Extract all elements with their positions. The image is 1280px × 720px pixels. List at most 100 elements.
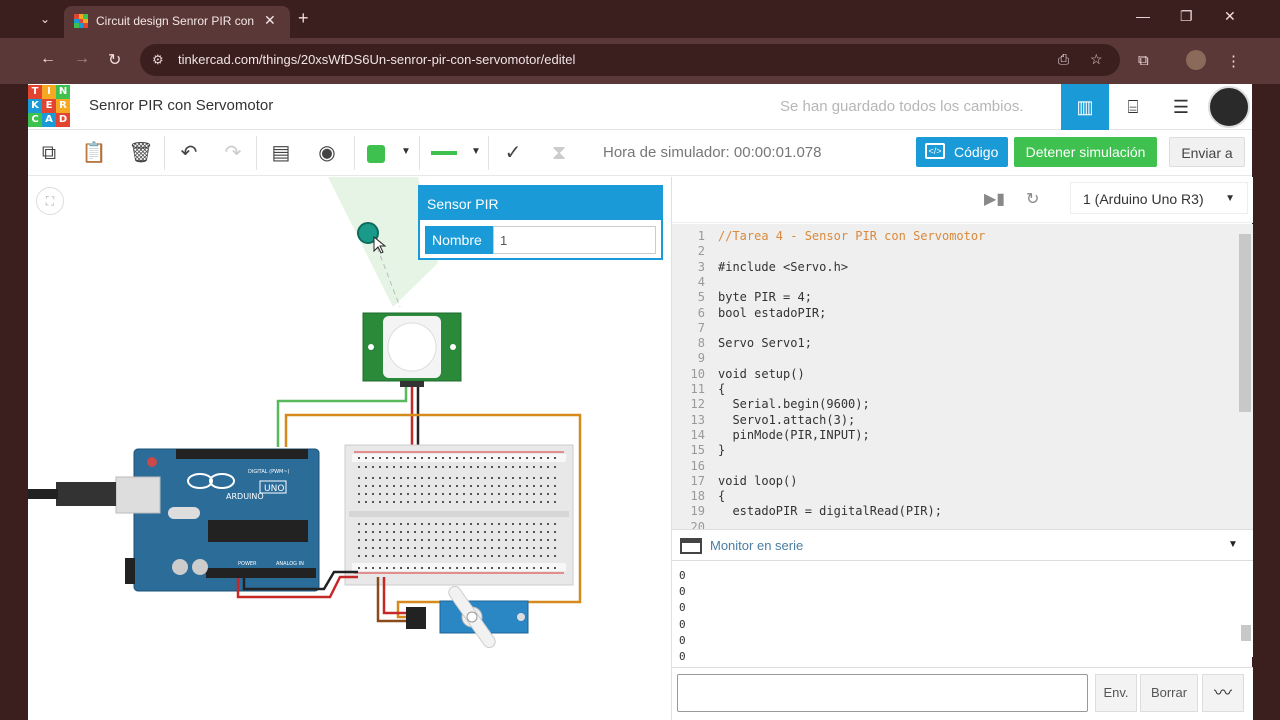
minimize-icon[interactable]: — [1136, 8, 1150, 24]
browser-tab[interactable]: Circuit design Senror PIR con S ✕ [64, 6, 290, 38]
site-settings-icon[interactable]: ⚙ [152, 52, 164, 67]
line-number: 9 [697, 351, 705, 366]
wire-servo-gnd[interactable] [376, 577, 408, 623]
user-avatar[interactable] [1208, 86, 1250, 128]
circuit-drawing: ARDUINO UNO DIGITAL (PWM~) POWER ANALOG … [28, 177, 582, 650]
back-icon[interactable]: ← [40, 50, 56, 67]
code-line[interactable]: 11{ [672, 382, 1238, 397]
delete-icon[interactable]: 🗑 [128, 142, 154, 164]
wire-color-swatch[interactable] [367, 145, 385, 163]
code-line[interactable]: 1//Tarea 4 - Sensor PIR con Servomotor [672, 229, 1238, 244]
code-line[interactable]: 14 pinMode(PIR,INPUT); [672, 428, 1238, 443]
wire-servo-power[interactable] [382, 577, 408, 615]
serial-scrollbar[interactable] [1241, 625, 1251, 641]
line-number: 12 [690, 397, 705, 412]
wire-type-swatch[interactable] [431, 151, 457, 155]
forward-icon[interactable]: → [74, 50, 90, 67]
code-line[interactable]: 3#include <Servo.h> [672, 260, 1238, 275]
servo-motor[interactable] [406, 584, 529, 650]
bookmark-star-icon[interactable]: ☆ [1090, 51, 1103, 67]
schematic-view-icon[interactable]: ⌸ [1127, 97, 1139, 117]
arduino-uno-board[interactable]: ARDUINO UNO DIGITAL (PWM~) POWER ANALOG … [125, 448, 320, 592]
breadboard[interactable] [344, 444, 574, 586]
wire-5v[interactable] [236, 575, 358, 599]
undo-icon[interactable]: ↶ [180, 142, 198, 164]
code-line[interactable]: 20 [672, 520, 1238, 529]
logo-letter: C [28, 113, 42, 127]
code-line[interactable]: 12 Serial.begin(9600); [672, 397, 1238, 412]
profile-avatar[interactable] [1186, 50, 1206, 70]
serial-monitor-title: Monitor en serie [710, 538, 804, 553]
omnibox[interactable]: ⚙ tinkercad.com/things/20xsWfDS6Un-senro… [140, 44, 1120, 76]
extensions-icon[interactable]: ⧉ [1138, 52, 1149, 69]
paste-icon[interactable]: 📋 [81, 142, 107, 164]
reload-icon[interactable]: ↻ [108, 52, 122, 69]
line-text: Servo1.attach(3); [718, 412, 856, 427]
code-line[interactable]: 9 [672, 351, 1238, 366]
notes-visibility-icon[interactable]: ◉ [318, 142, 336, 164]
circuit-view-icon[interactable]: ▥ [1061, 84, 1109, 130]
wire-gnd[interactable] [242, 570, 358, 591]
design-title[interactable]: Senror PIR con Servomotor [89, 97, 274, 114]
chevron-down-icon[interactable]: ▼ [471, 146, 481, 157]
serial-clear-button[interactable]: Borrar [1140, 674, 1198, 712]
new-tab-icon[interactable]: + [298, 8, 309, 28]
note-icon[interactable]: ▤ [271, 142, 291, 164]
chevron-down-icon[interactable]: ▼ [401, 146, 411, 157]
flip-icon[interactable]: ⧗ [551, 142, 567, 164]
name-input[interactable]: 1 [493, 226, 656, 254]
code-line[interactable]: 4 [672, 275, 1238, 290]
serial-monitor-header[interactable]: Monitor en serie ▼ [672, 529, 1253, 561]
close-window-icon[interactable]: ✕ [1224, 8, 1236, 24]
maximize-icon[interactable]: ❐ [1180, 8, 1193, 24]
code-line[interactable]: 13 Servo1.attach(3); [672, 413, 1238, 428]
copy-icon[interactable]: ⧉ [41, 142, 57, 164]
restart-icon[interactable]: ↻ [1026, 191, 1040, 208]
line-text: } [718, 443, 726, 458]
close-tab-icon[interactable]: ✕ [264, 12, 276, 28]
graph-icon[interactable]: 〰 [1202, 674, 1244, 712]
motion-target-ball[interactable] [357, 222, 379, 244]
step-play-icon[interactable]: ▶▮ [984, 191, 1006, 208]
stop-simulation-button[interactable]: Detener simulación [1014, 137, 1157, 167]
line-number: 7 [697, 320, 705, 335]
code-button[interactable]: </> Código [916, 137, 1008, 167]
rotate-wire-icon[interactable]: ✓ [504, 142, 522, 164]
circuit-canvas[interactable]: ⛶ [28, 177, 670, 720]
code-line[interactable]: 7 [672, 321, 1238, 336]
cast-icon[interactable]: ⎙ [1058, 51, 1070, 67]
code-line[interactable]: 2 [672, 244, 1238, 259]
tinkercad-logo[interactable]: T I N K E R C A D [28, 85, 70, 127]
serial-input[interactable] [677, 674, 1088, 712]
component-list-icon[interactable]: ☰ [1172, 97, 1190, 117]
serial-send-button[interactable]: Env. [1095, 674, 1137, 712]
serial-line: 0 [679, 601, 686, 615]
code-line[interactable]: 15} [672, 443, 1238, 458]
code-line[interactable]: 16 [672, 459, 1238, 474]
code-line[interactable]: 19 estadoPIR = digitalRead(PIR); [672, 504, 1238, 519]
zoom-fit-icon[interactable]: ⛶ [36, 187, 64, 215]
tab-search-icon[interactable]: ⌄ [39, 12, 51, 26]
wire-signal[interactable] [276, 387, 408, 447]
line-number: 18 [690, 489, 705, 504]
line-number: 5 [697, 290, 705, 305]
editor-scrollbar[interactable] [1239, 234, 1251, 412]
chevron-down-icon[interactable]: ▼ [1228, 539, 1238, 550]
send-to-button[interactable]: Enviar a [1169, 137, 1245, 167]
pir-sensor[interactable] [362, 312, 462, 387]
code-line[interactable]: 18{ [672, 489, 1238, 504]
menu-kebab-icon[interactable]: ⋮ [1226, 53, 1241, 70]
board-select[interactable]: 1 (Arduino Uno R3) ▼ [1070, 182, 1248, 214]
line-number: 2 [697, 244, 705, 259]
usb-connector[interactable] [115, 476, 161, 514]
redo-icon[interactable]: ↷ [224, 142, 242, 164]
mouse-cursor-icon [373, 235, 387, 254]
wire-servo-signal[interactable] [284, 413, 582, 619]
url-text[interactable]: tinkercad.com/things/20xsWfDS6Un-senror-… [178, 52, 576, 67]
